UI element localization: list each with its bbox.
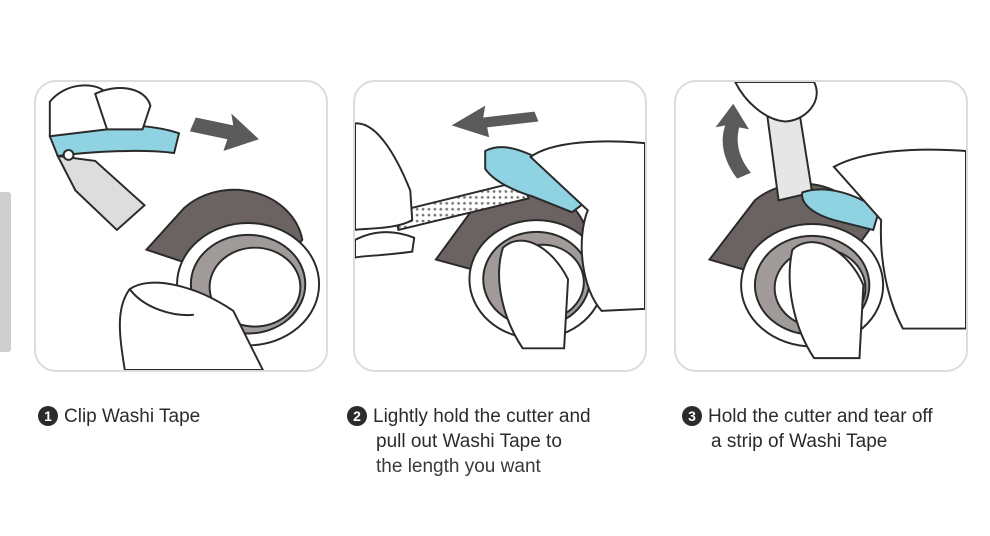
step-1-text-line-1: Clip Washi Tape bbox=[64, 406, 201, 427]
step-2-drawing bbox=[355, 105, 645, 350]
step-2-text-line-2: pull out Washi Tape to bbox=[376, 431, 562, 452]
hand-top bbox=[734, 82, 818, 123]
hand-right bbox=[498, 140, 645, 350]
step-2-illustration bbox=[353, 80, 647, 372]
arrow-left-icon bbox=[451, 105, 539, 138]
step-number-badge: 2 bbox=[347, 406, 367, 426]
step-3-caption: 3 Hold the cutter and tear off a strip of… bbox=[682, 404, 933, 454]
step-3-text-line-1: Hold the cutter and tear off bbox=[708, 406, 933, 427]
arrow-curved-up-icon bbox=[715, 103, 751, 179]
step-1-drawing bbox=[48, 84, 321, 370]
step-3-illustration bbox=[674, 80, 968, 372]
cutter bbox=[48, 123, 181, 232]
hand-left bbox=[355, 122, 416, 259]
step-number-badge: 1 bbox=[38, 406, 58, 426]
step-number-badge: 3 bbox=[682, 406, 702, 426]
hand-bottom bbox=[118, 281, 264, 370]
cutter bbox=[484, 146, 590, 214]
step-3-text-line-2: a strip of Washi Tape bbox=[711, 431, 888, 452]
step-1-caption: 1 Clip Washi Tape bbox=[38, 404, 200, 429]
side-scroll-tab[interactable] bbox=[0, 192, 11, 352]
step-2-text-line-1: Lightly hold the cutter and bbox=[373, 406, 591, 427]
hand-right bbox=[788, 148, 966, 360]
step-2-caption: 2 Lightly hold the cutter and pull out Wa… bbox=[347, 404, 591, 479]
arrow-right-icon bbox=[189, 113, 259, 152]
step-2-text-line-3: the length you want bbox=[376, 456, 541, 477]
step-1-illustration bbox=[34, 80, 328, 372]
hand-top bbox=[48, 84, 152, 138]
step-3-drawing bbox=[707, 82, 966, 360]
